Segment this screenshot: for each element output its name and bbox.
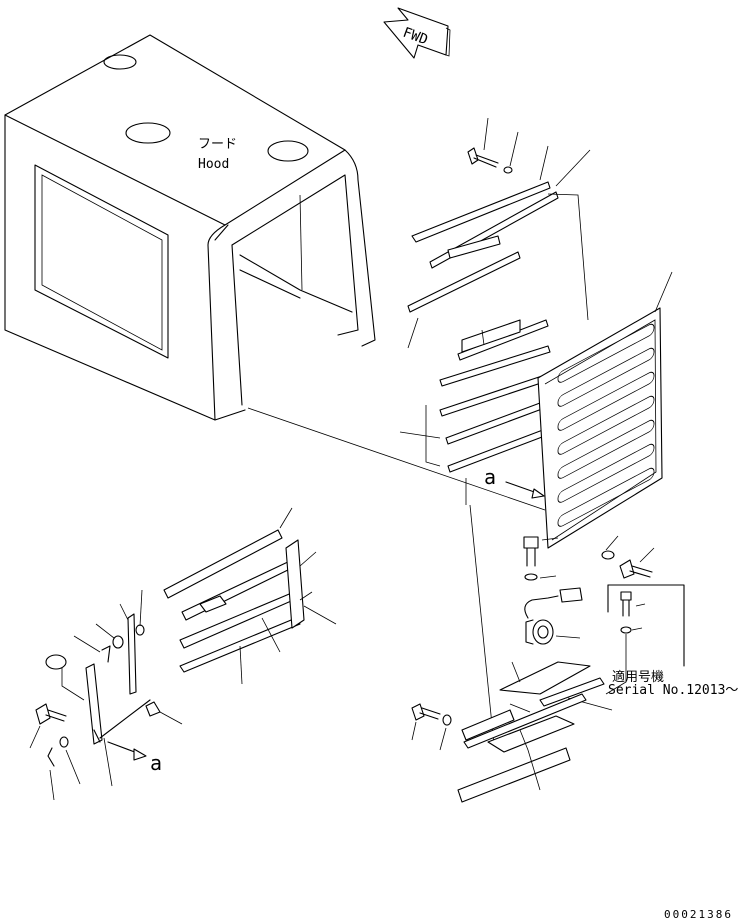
serial-box: 適用号機 Serial No.12013～	[605, 584, 738, 698]
view-marker-upper-label: a	[484, 465, 496, 489]
hood-grille-leader	[247, 407, 546, 511]
lower-left-assembly: a	[29, 507, 337, 801]
lower-right-parts	[411, 504, 613, 803]
hood-assembly: フード Hood	[4, 34, 376, 421]
drawing-number: 00021386	[664, 908, 733, 921]
applicability-label-jp: 適用号機	[612, 669, 664, 685]
fwd-arrow: FWD	[383, 7, 451, 59]
hood-label-en: Hood	[198, 157, 229, 172]
view-marker-lower-label: a	[150, 751, 162, 775]
right-bolt-group	[601, 535, 655, 579]
upper-strips	[399, 145, 591, 473]
horn-icon	[524, 587, 583, 645]
grille-panel	[537, 271, 673, 549]
upper-bolt-group	[467, 117, 519, 174]
grille-louvers	[557, 323, 655, 527]
serial-label: Serial No.12013～	[608, 683, 738, 698]
fwd-label: FWD	[401, 25, 430, 49]
hood-label-jp: フード	[198, 137, 237, 152]
view-marker-upper: a	[465, 465, 545, 505]
